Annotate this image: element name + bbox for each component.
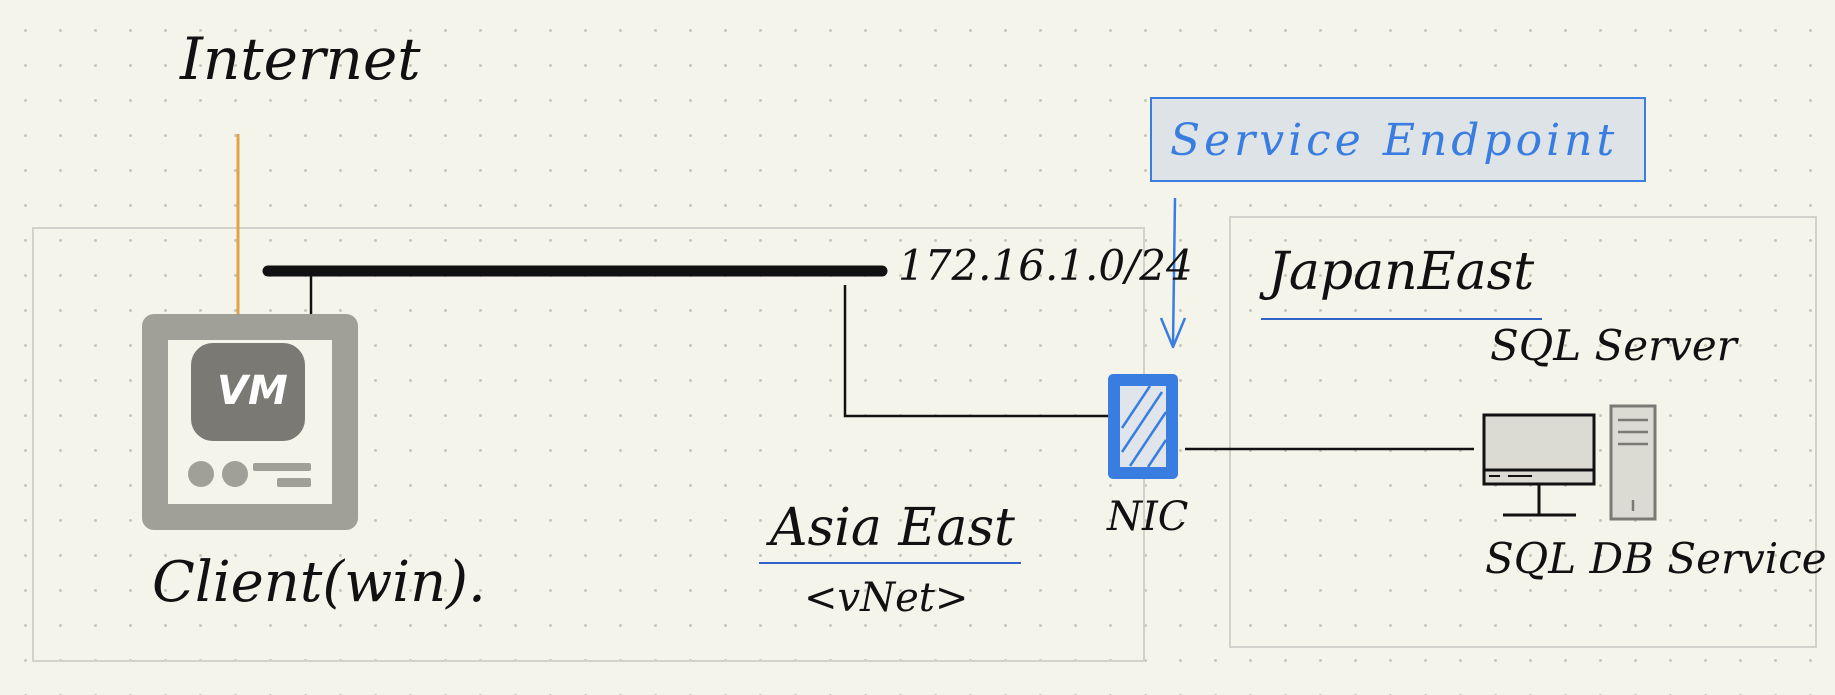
service-endpoint-box: Service Endpoint bbox=[1150, 97, 1646, 182]
sql-server-label: SQL Server bbox=[1490, 321, 1737, 370]
asia-east-underline bbox=[759, 562, 1021, 564]
sql-db-service-label: SQL DB Service bbox=[1485, 534, 1827, 583]
bus-to-nic-line bbox=[843, 285, 1110, 418]
client-label: Client(win). bbox=[152, 550, 486, 615]
internet-label: Internet bbox=[180, 25, 421, 93]
subnet-label: 172.16.1.0/24 bbox=[898, 241, 1193, 290]
service-endpoint-label: Service Endpoint bbox=[1170, 115, 1619, 166]
vm-badge-label: VM bbox=[217, 368, 288, 414]
asia-east-label: Asia East bbox=[770, 498, 1015, 558]
vm-icon bbox=[142, 314, 358, 530]
nic-label: NIC bbox=[1107, 494, 1189, 540]
vnet-label: <vNet> bbox=[804, 575, 969, 621]
nic-icon bbox=[1108, 374, 1178, 479]
japan-east-underline bbox=[1261, 318, 1542, 320]
japan-east-region bbox=[1229, 216, 1817, 648]
japan-east-label: JapanEast bbox=[1268, 242, 1535, 302]
endpoint-arrow-icon bbox=[1159, 197, 1187, 349]
server-computer-icon bbox=[1482, 404, 1657, 521]
